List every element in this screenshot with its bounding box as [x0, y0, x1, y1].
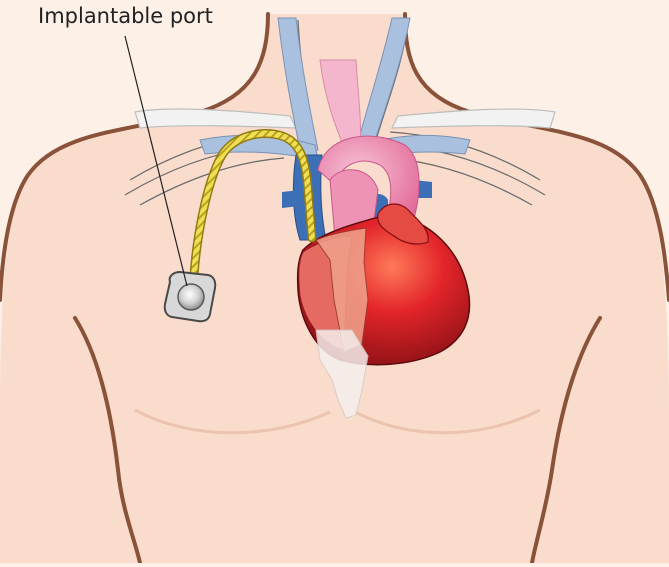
implantable-port — [165, 272, 215, 321]
port-septum — [178, 284, 204, 310]
port-label: Implantable port — [38, 4, 213, 28]
svc-branch-left — [282, 190, 300, 208]
